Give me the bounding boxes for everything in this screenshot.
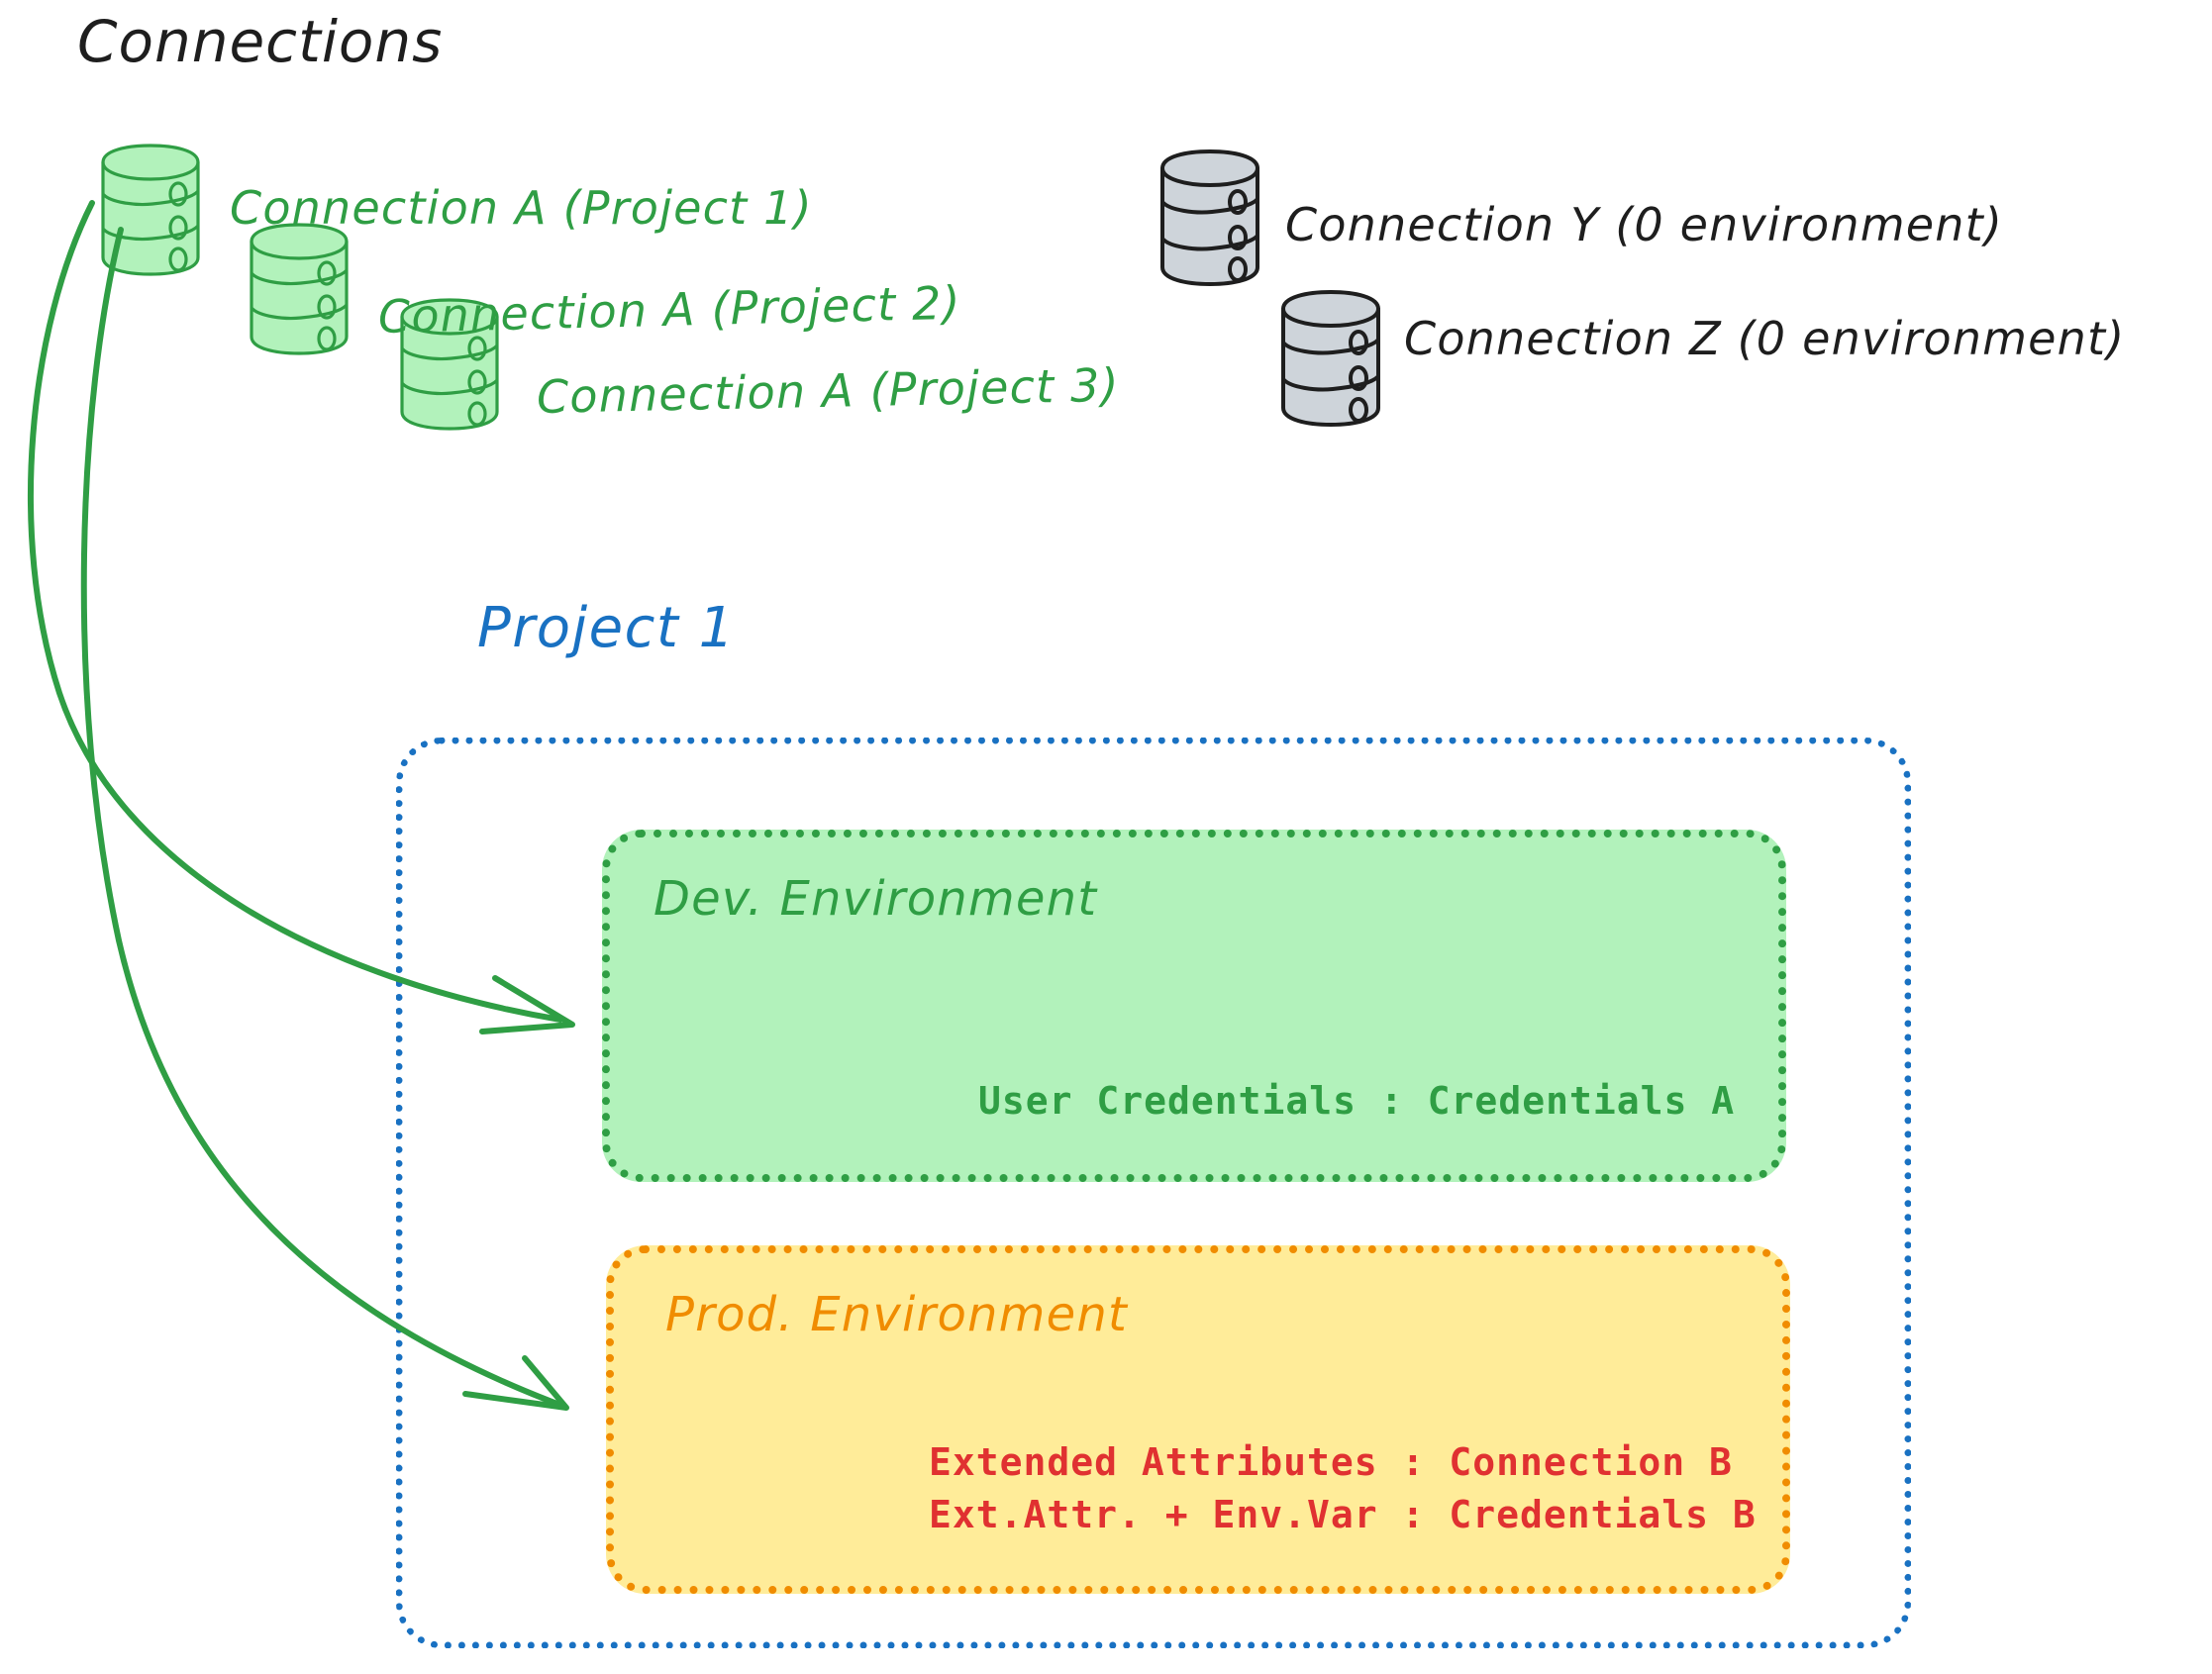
database-icon-connection-y — [1156, 147, 1263, 290]
dev-environment-credential-line: User Credentials : Credentials A — [978, 1079, 1736, 1123]
connection-label-y: Connection Y (0 environment) — [1285, 198, 2003, 251]
prod-environment-attribute-line: Extended Attributes : Connection B — [929, 1440, 1733, 1484]
dev-environment-box — [602, 830, 1786, 1182]
connection-label-z: Connection Z (0 environment) — [1404, 312, 2126, 365]
project-title: Project 1 — [477, 596, 736, 660]
connection-label-a-project-2: Connection A (Project 2) — [377, 275, 962, 344]
connection-label-a-project-3: Connection A (Project 3) — [536, 357, 1121, 424]
prod-environment-box — [606, 1245, 1790, 1594]
prod-environment-title: Prod. Environment — [665, 1287, 1128, 1342]
database-icon-connection-z — [1277, 287, 1384, 431]
page-title: Connections — [77, 8, 444, 75]
prod-environment-envvar-line: Ext.Attr. + Env.Var : Credentials B — [929, 1493, 1757, 1536]
database-icon-connection-a-project-1 — [97, 141, 204, 279]
dev-environment-title: Dev. Environment — [654, 871, 1098, 927]
connection-label-a-project-1: Connection A (Project 1) — [230, 181, 813, 235]
database-icon-connection-a-project-2 — [246, 220, 352, 358]
